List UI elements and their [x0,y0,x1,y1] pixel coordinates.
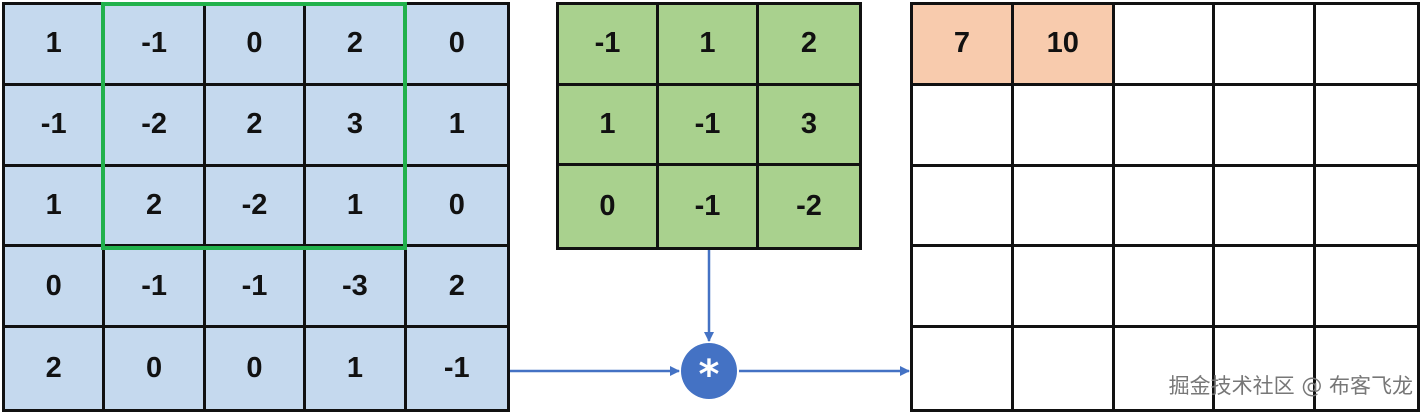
output-cell-r4-c4 [1215,247,1317,329]
convolution-operator-icon: * [698,352,720,398]
input-cell-r1-c3: 0 [205,5,307,86]
kernel-cell-r2-c3: 3 [759,85,859,167]
output-cell-r2-c2 [1013,85,1115,167]
kernel-cell-r3-c2: -1 [659,166,759,247]
output-cell-r4-c5 [1316,247,1417,329]
input-cell-r1-c1: 1 [5,5,106,86]
input-cell-r2-c3: 2 [205,85,307,167]
kernel-cell-r1-c2: 1 [659,5,759,86]
output-cell-r1-c2: 10 [1013,5,1115,86]
output-cell-r1-c3 [1114,5,1216,86]
output-cell-r1-c1: 7 [913,5,1014,86]
kernel-cell-r3-c1: 0 [559,166,659,247]
output-cell-r3-c4 [1215,166,1317,248]
kernel-cell-r2-c1: 1 [559,85,659,167]
output-cell-r5-c5 [1316,328,1417,409]
output-cell-r5-c2 [1013,328,1115,409]
input-cell-r1-c2: -1 [105,5,206,86]
input-cell-r5-c5: -1 [406,328,507,409]
output-cell-r3-c5 [1316,166,1417,248]
output-cell-r2-c3 [1114,85,1216,167]
input-cell-r5-c2: 0 [105,328,206,409]
input-cell-r2-c2: -2 [105,85,206,167]
input-cell-r3-c1: 1 [5,166,106,248]
kernel-cell-r1-c3: 2 [759,5,859,86]
output-cell-r2-c1 [913,85,1014,167]
input-cell-r3-c3: -2 [205,166,307,248]
output-cell-r3-c2 [1013,166,1115,248]
input-cell-r5-c4: 1 [306,328,407,409]
input-cell-r2-c1: -1 [5,85,106,167]
output-cell-r4-c1 [913,247,1014,329]
output-cell-r3-c3 [1114,166,1216,248]
output-cell-r5-c3 [1114,328,1216,409]
input-cell-r4-c5: 2 [406,247,507,329]
output-cell-r5-c4 [1215,328,1317,409]
watermark: 掘金技术社区 @ 布客飞龙 [1168,374,1413,398]
output-cell-r1-c5 [1316,5,1417,86]
output-cell-r4-c3 [1114,247,1216,329]
kernel-cell-r1-c1: -1 [559,5,659,86]
output-cell-r5-c1 [913,328,1014,409]
input-cell-r5-c3: 0 [205,328,307,409]
input-cell-r4-c4: -3 [306,247,407,329]
input-cell-r4-c1: 0 [5,247,106,329]
output-cell-r4-c2 [1013,247,1115,329]
input-cell-r2-c5: 1 [406,85,507,167]
output-cell-r2-c5 [1316,85,1417,167]
input-cell-r5-c1: 2 [5,328,106,409]
input-cell-r3-c4: 1 [306,166,407,248]
input-cell-r4-c3: -1 [205,247,307,329]
input-cell-r3-c2: 2 [105,166,206,248]
input-cell-r4-c2: -1 [105,247,206,329]
input-cell-r1-c4: 2 [306,5,407,86]
output-cell-r3-c1 [913,166,1014,248]
input-cell-r3-c5: 0 [406,166,507,248]
input-cell-r1-c5: 0 [406,5,507,86]
output-cell-r2-c4 [1215,85,1317,167]
kernel-cell-r3-c3: -2 [759,166,859,247]
output-cell-r1-c4 [1215,5,1317,86]
kernel-cell-r2-c2: -1 [659,85,759,167]
input-cell-r2-c4: 3 [306,85,407,167]
